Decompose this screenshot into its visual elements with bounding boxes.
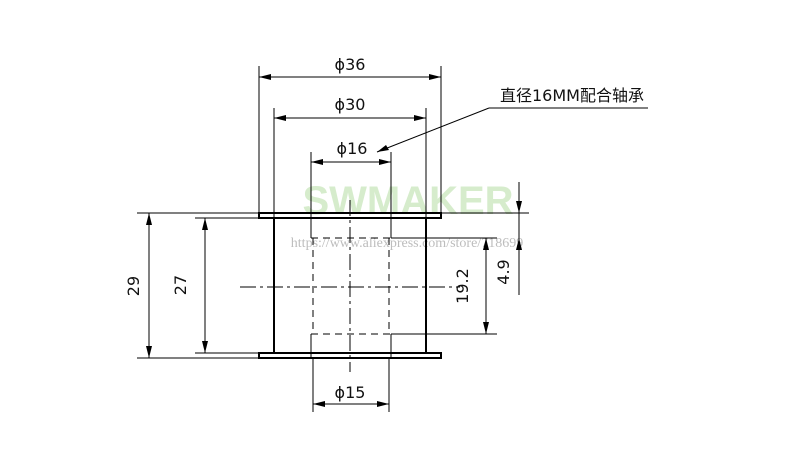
dim-19-2: 19.2 bbox=[391, 237, 497, 335]
bearing-note: 直径16MM配合轴承 bbox=[376, 86, 648, 153]
dim-label-phi15: ϕ15 bbox=[335, 383, 366, 402]
dim-phi15: ϕ15 bbox=[312, 358, 390, 412]
dim-phi36: ϕ36 bbox=[258, 55, 442, 213]
watermark-brand: SWMAKER bbox=[302, 179, 513, 223]
dim-label-29: 29 bbox=[124, 276, 143, 296]
dim-29: 29 bbox=[124, 212, 259, 359]
dim-label-4-9: 4.9 bbox=[494, 259, 513, 284]
dim-label-phi36: ϕ36 bbox=[335, 55, 366, 74]
dim-27: 27 bbox=[171, 217, 274, 354]
dim-label-phi16: ϕ16 bbox=[337, 139, 368, 158]
dim-label-phi30: ϕ30 bbox=[335, 95, 366, 114]
center-lines bbox=[240, 200, 460, 372]
bearing-note-text: 直径16MM配合轴承 bbox=[500, 86, 644, 105]
hidden-bore-lines bbox=[310, 213, 392, 358]
dim-phi16: ϕ16 bbox=[310, 139, 392, 213]
dim-phi30: ϕ30 bbox=[273, 95, 427, 218]
dim-4-9: 4.9 bbox=[441, 182, 529, 295]
dim-label-27: 27 bbox=[171, 275, 190, 295]
dim-label-19-2: 19.2 bbox=[453, 268, 472, 304]
watermark-url: https://www.aliexpress.com/store/718699 bbox=[291, 236, 523, 251]
